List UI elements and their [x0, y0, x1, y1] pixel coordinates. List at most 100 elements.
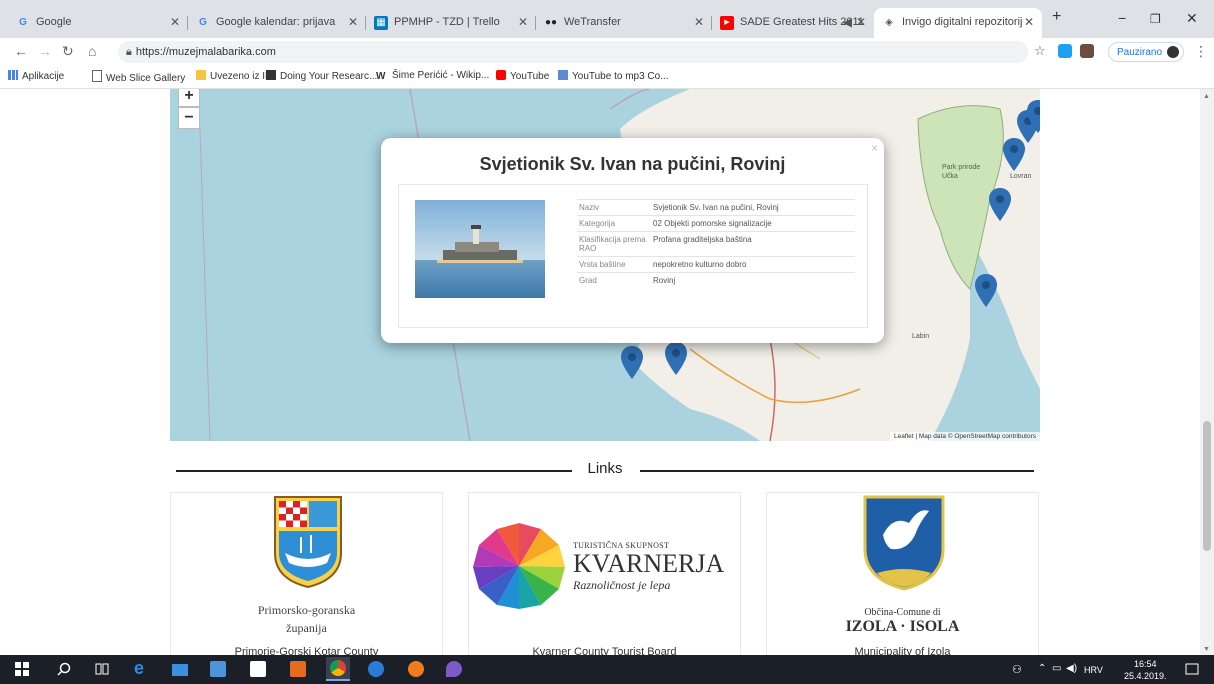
map-marker[interactable]	[974, 273, 998, 309]
link-card-izola[interactable]: Občina-Comune di IZOLA · ISOLA Municipal…	[766, 492, 1039, 657]
clock-date: 25.4.2019.	[1124, 671, 1167, 681]
people-icon[interactable]: ⚇	[1012, 664, 1022, 676]
map-marker[interactable]	[988, 187, 1012, 223]
edge-icon[interactable]: e	[134, 658, 145, 678]
url-input[interactable]: 🔒︎https://muzejmalabarika.com	[118, 41, 1028, 63]
popup-close-icon[interactable]: ×	[870, 141, 878, 155]
tab-google-calendar[interactable]: G Google kalendar: prijava ✕	[188, 8, 366, 38]
tab-trello[interactable]: ▦ PPMHP - TZD | Trello ✕	[366, 8, 536, 38]
bookmark-label: Web Slice Gallery	[106, 73, 186, 84]
row-value: Profana graditeljska baština	[651, 231, 855, 257]
scroll-up-icon[interactable]: ▲	[1203, 93, 1210, 100]
row-value: nepokretno kulturno dobro	[651, 256, 855, 273]
extension-skype-icon[interactable]	[1058, 44, 1072, 58]
taskbar-active-app[interactable]	[326, 657, 350, 681]
bookmark-uvezeno-iz-ie[interactable]: Uvezeno iz IE	[196, 70, 272, 82]
menu-kebab-icon[interactable]: ⋮	[1194, 43, 1208, 59]
bookmark-doing-your-research[interactable]: Doing Your Researc...	[266, 70, 377, 82]
avatar	[1167, 46, 1179, 58]
bookmark-label: YouTube to mp3 Co...	[572, 71, 669, 82]
close-tab-icon[interactable]: ✕	[855, 15, 866, 29]
action-center-icon[interactable]	[1184, 661, 1200, 677]
search-icon[interactable]	[56, 661, 72, 677]
tray-chevron-icon[interactable]: ⌃	[1038, 663, 1047, 674]
map-attribution[interactable]: Leaflet | Map data © OpenStreetMap contr…	[890, 432, 1040, 441]
task-view-icon[interactable]	[94, 661, 110, 677]
primorje-logo-text: Primorsko-goranska županija	[171, 601, 442, 637]
language-indicator[interactable]: HRV	[1084, 665, 1103, 675]
map-marker[interactable]	[620, 345, 644, 381]
tab-youtube-sade[interactable]: ▶ SADE Greatest Hits 2011 ◀ ✕	[712, 8, 874, 38]
tab-title: PPMHP - TZD | Trello	[394, 16, 500, 28]
forward-icon[interactable]: →	[38, 43, 52, 59]
logo-tagline: Raznoličnost je lepa	[573, 578, 671, 592]
close-tab-icon[interactable]: ✕	[1023, 15, 1034, 29]
tab-title: WeTransfer	[564, 16, 621, 28]
audio-playing-icon[interactable]: ◀	[842, 15, 852, 29]
bookmark-label: Šime Perićić - Wikip...	[392, 70, 490, 81]
close-tab-icon[interactable]: ✕	[517, 15, 528, 29]
bookmark-label: Uvezeno iz IE	[210, 71, 272, 82]
tab-google[interactable]: G Google ✕	[8, 8, 188, 38]
kvarner-polygon-logo-icon	[473, 523, 565, 609]
map-marker[interactable]	[1026, 99, 1040, 135]
volume-icon[interactable]: ◀)	[1066, 663, 1078, 674]
bookmark-star-icon[interactable]: ☆	[1034, 43, 1046, 58]
logo-big: KVARNERJA	[573, 549, 725, 578]
close-tab-icon[interactable]: ✕	[693, 15, 704, 29]
map-pin-app-icon[interactable]	[446, 661, 462, 677]
bookmark-apps[interactable]: Aplikacije	[8, 70, 64, 82]
clock[interactable]: 16:54 25.4.2019.	[1124, 658, 1167, 682]
link-card-kvarner[interactable]: TURISTIČNA SKUPNOST KVARNERJA Raznolično…	[468, 492, 741, 657]
link-card-primorje[interactable]: Primorsko-goranska županija Primorje-Gor…	[170, 492, 443, 657]
row-value: Svjetionik Sv. Ivan na pučini, Rovinj	[651, 199, 855, 216]
row-key: Grad	[577, 272, 651, 288]
zoom-in-button[interactable]: +	[178, 89, 200, 107]
close-tab-icon[interactable]: ✕	[347, 15, 358, 29]
file-explorer-icon[interactable]	[210, 661, 226, 677]
card-caption: Primorje-Gorski Kotar County	[234, 646, 379, 657]
bookmark-youtube[interactable]: YouTube	[496, 70, 549, 82]
app-icon[interactable]	[290, 661, 306, 677]
youtube-icon	[496, 70, 506, 80]
scroll-down-icon[interactable]: ▼	[1203, 646, 1210, 653]
minimize-icon[interactable]: −	[1118, 10, 1127, 26]
lighthouse-photo	[415, 200, 545, 298]
converter-icon	[558, 70, 568, 80]
map-marker[interactable]	[664, 341, 688, 377]
network-icon[interactable]: ▭	[1052, 663, 1062, 674]
app-blue-icon[interactable]	[368, 661, 384, 677]
maximize-icon[interactable]: ❐	[1150, 12, 1161, 26]
map-label-lovran: Lovran	[1010, 173, 1032, 180]
store-icon[interactable]	[250, 661, 266, 677]
popup-title: Svjetionik Sv. Ivan na pučini, Rovinj	[479, 154, 786, 174]
bookmark-web-slice-gallery[interactable]: Web Slice Gallery	[92, 70, 185, 84]
page-scrollbar[interactable]: ▲ ▼	[1200, 89, 1214, 655]
new-tab-icon[interactable]: +	[1052, 8, 1062, 25]
chrome-icon	[330, 660, 346, 676]
firefox-icon[interactable]	[408, 661, 424, 677]
scrollbar-thumb[interactable]	[1203, 421, 1211, 551]
profile-button[interactable]: Pauzirano	[1108, 42, 1184, 62]
zoom-in-label: +	[184, 89, 194, 104]
close-window-icon[interactable]: ✕	[1186, 10, 1198, 26]
back-icon[interactable]: ←	[14, 43, 28, 59]
extension-icon[interactable]	[1080, 44, 1094, 58]
home-icon[interactable]: ⌂	[88, 43, 97, 59]
reload-icon[interactable]: ↻	[62, 43, 74, 59]
tab-repozitorij[interactable]: ◈ Invigo digitalni repozitorij ✕	[874, 8, 1042, 38]
zoom-out-button[interactable]: −	[178, 107, 200, 129]
clock-time: 16:54	[1134, 659, 1157, 669]
windows-start-icon[interactable]	[14, 661, 30, 677]
close-tab-icon[interactable]: ✕	[169, 15, 180, 29]
apps-icon	[8, 70, 18, 80]
map-marker[interactable]	[1002, 137, 1026, 173]
tab-wetransfer[interactable]: ●● WeTransfer ✕	[536, 8, 712, 38]
attribution-text: Leaflet | Map data © OpenStreetMap contr…	[894, 433, 1036, 440]
page-icon	[92, 70, 102, 82]
mail-icon[interactable]	[172, 664, 188, 676]
bookmark-youtube-to-mp3[interactable]: YouTube to mp3 Co...	[558, 70, 669, 82]
